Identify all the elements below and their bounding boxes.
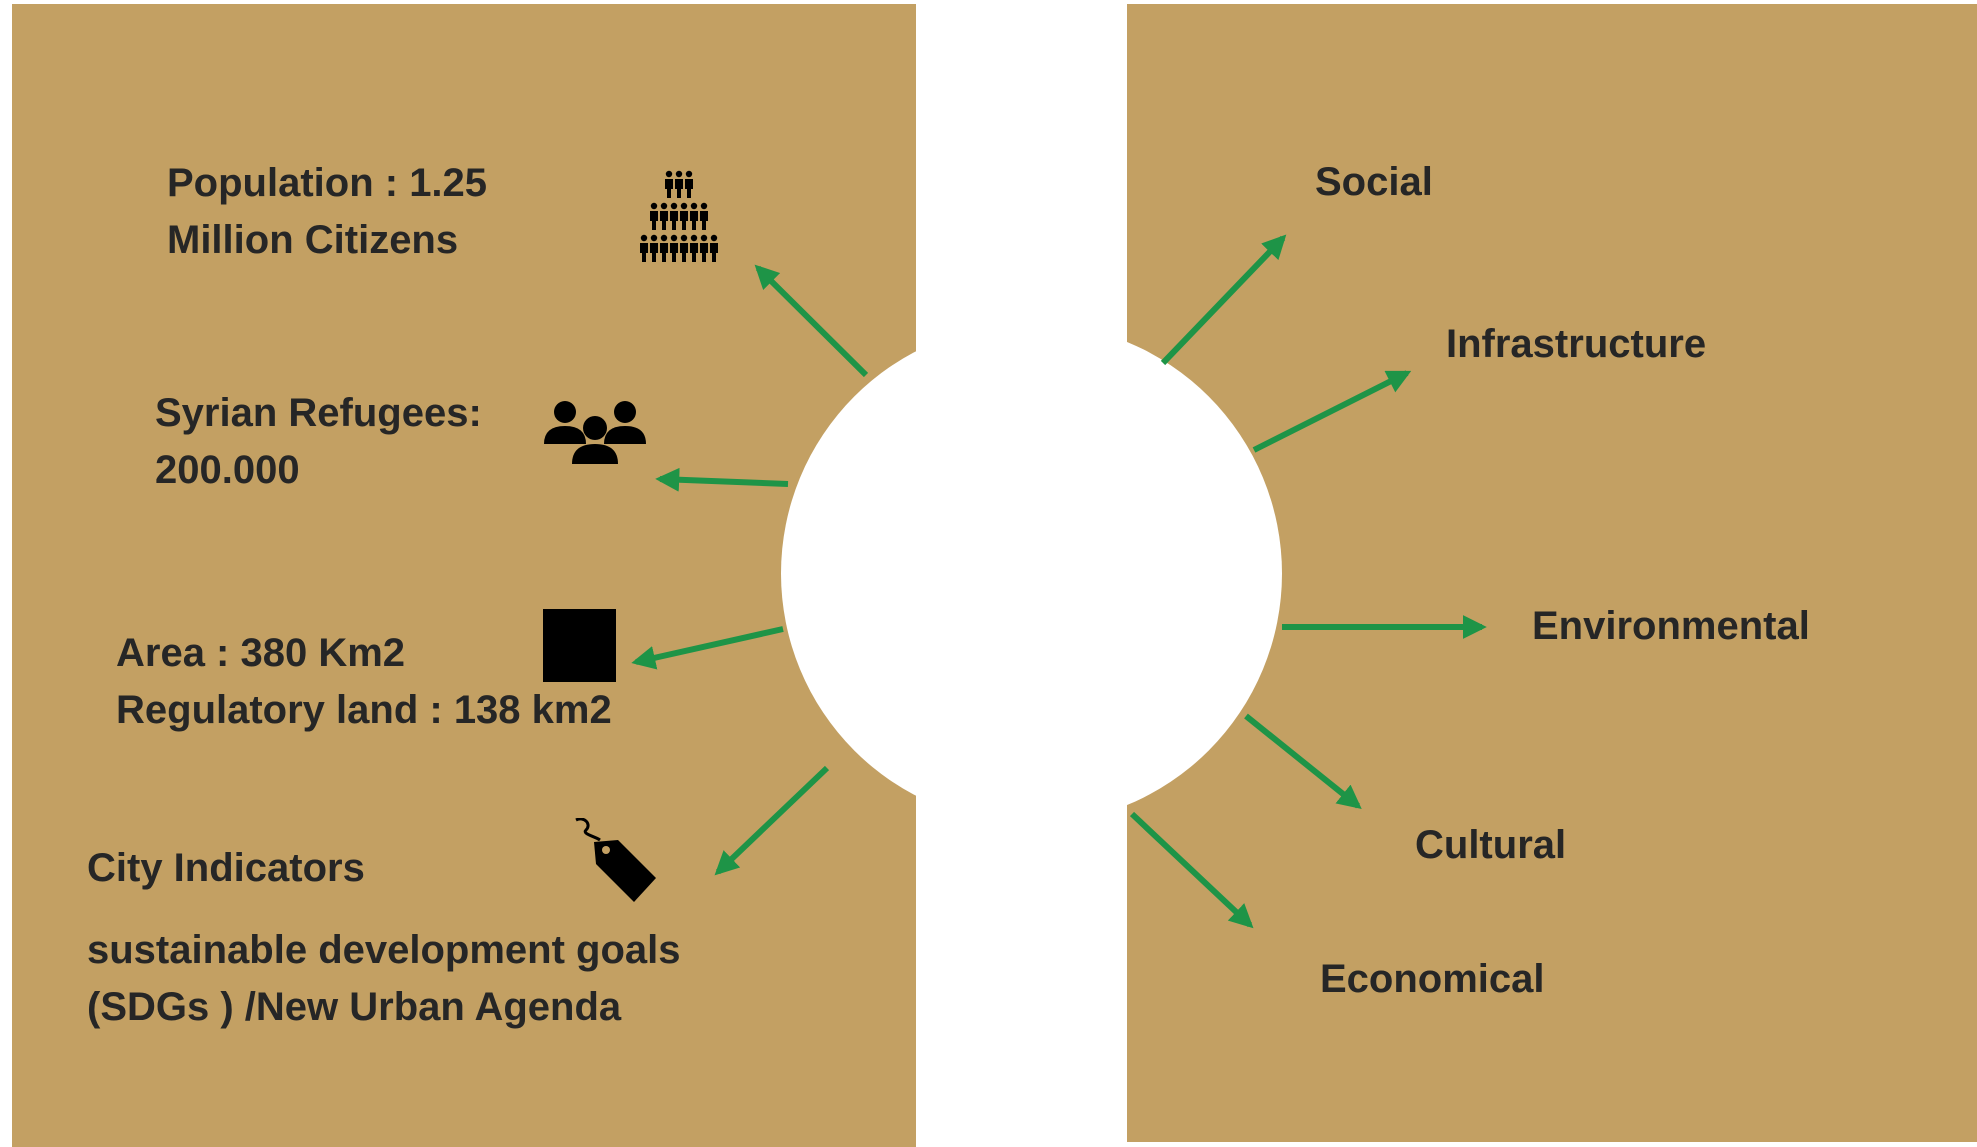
arrow-population (754, 264, 869, 378)
left-panel (12, 4, 916, 1147)
arrow-indicators (714, 765, 830, 876)
area-label: Area : 380 Km2 Regulatory land : 138 km2 (116, 625, 612, 739)
crowd-pyramid-icon (640, 170, 718, 262)
sdg-label: sustainable development goals (SDGs ) /N… (87, 922, 681, 1036)
area-line1: Area : 380 Km2 (116, 631, 406, 675)
price-tag-icon (575, 818, 656, 902)
economical-label: Economical (1320, 957, 1545, 1001)
group-icon (544, 401, 646, 464)
population-line1: Population : 1.25 (167, 161, 488, 205)
square-icon (543, 609, 616, 682)
infrastructure-label: Infrastructure (1446, 322, 1707, 366)
arrow-area (631, 626, 784, 670)
environmental-label: Environmental (1532, 604, 1810, 648)
social-label: Social (1315, 160, 1433, 204)
arrow-infrastructure (1252, 370, 1412, 453)
cultural-label: Cultural (1415, 823, 1567, 867)
arrow-social (1160, 234, 1287, 366)
refugees-label: Syrian Refugees: 200.000 (155, 385, 482, 499)
area-line2: Regulatory land : 138 km2 (116, 688, 612, 732)
sdg-line2: (SDGs ) /New Urban Agenda (87, 985, 622, 1029)
arrow-refugees (655, 467, 789, 492)
center-circle (781, 323, 1282, 824)
refugees-line2: 200.000 (155, 448, 300, 492)
population-label: Population : 1.25 Million Citizens (167, 155, 487, 269)
city-indicators-title: City Indicators (87, 846, 365, 890)
population-line2: Million Citizens (167, 218, 459, 262)
arrow-cultural (1244, 713, 1362, 810)
refugees-line1: Syrian Refugees: (155, 391, 482, 435)
arrow-economical (1129, 811, 1254, 929)
sdg-line1: sustainable development goals (87, 928, 681, 972)
